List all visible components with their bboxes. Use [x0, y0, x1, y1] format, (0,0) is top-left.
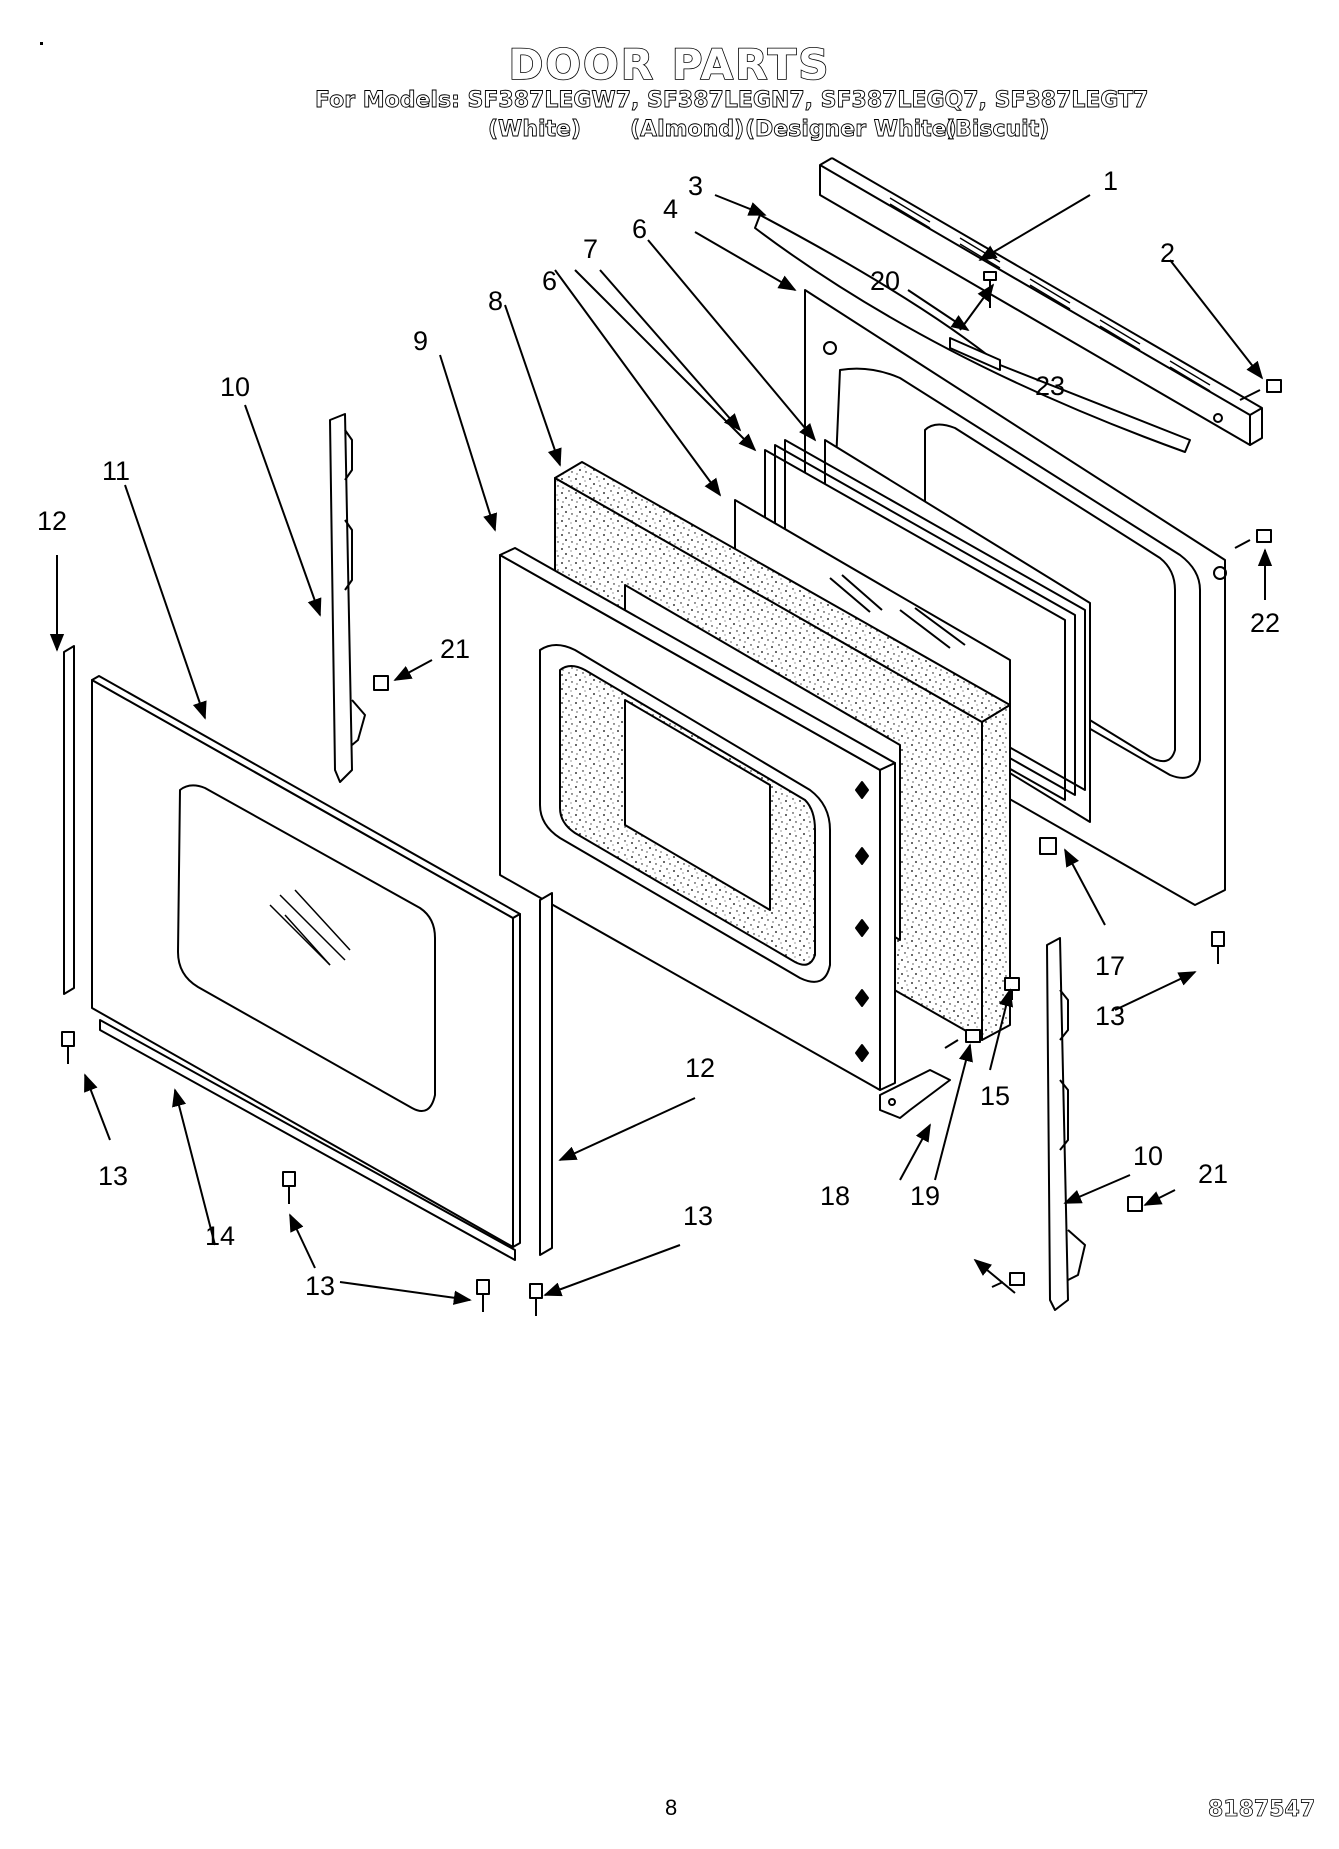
corner-mark — [40, 42, 43, 45]
callout-12-left: 12 — [37, 506, 67, 536]
callout-21-right: 21 — [1198, 1159, 1228, 1189]
callout-13-right: 13 — [1095, 1001, 1125, 1031]
clip-17 — [1039, 837, 1057, 855]
callout-13-bottom: 13 — [305, 1271, 335, 1301]
left-side-trim-part — [63, 645, 75, 995]
callout-14: 14 — [205, 1221, 235, 1251]
callout-11: 11 — [102, 456, 130, 486]
callout-2: 2 — [1160, 238, 1175, 268]
bottom-trim-part — [99, 1019, 516, 1261]
callout-8: 8 — [488, 286, 503, 316]
callout-12-right: 12 — [685, 1053, 715, 1083]
page-title: DOOR PARTS — [508, 39, 831, 90]
callout-3: 3 — [688, 171, 703, 201]
bracket-part — [949, 337, 1001, 371]
callout-22: 22 — [1250, 608, 1280, 638]
callout-17: 17 — [1095, 951, 1125, 981]
callout-21-left: 21 — [440, 634, 470, 664]
clip-21-left — [373, 675, 389, 691]
page-number: 8 — [665, 1795, 678, 1820]
callout-19: 19 — [910, 1181, 940, 1211]
callout-9: 9 — [413, 326, 428, 356]
right-side-trim-part — [539, 892, 553, 1256]
hinge-bracket-part — [879, 1069, 951, 1119]
callout-18: 18 — [820, 1181, 850, 1211]
callout-20: 20 — [870, 266, 900, 296]
color-designer-white: (Designer White) — [745, 117, 958, 143]
inner-door-panel-part — [499, 547, 896, 1091]
color-biscuit: (Biscuit) — [945, 117, 1050, 143]
callout-13-center: 13 — [683, 1201, 713, 1231]
left-hinge-part — [329, 413, 366, 783]
outer-door-panel-part — [91, 675, 521, 1248]
color-almond: (Almond) — [630, 117, 745, 143]
callout-6-top: 6 — [632, 214, 647, 244]
callout-23: 23 — [1035, 371, 1065, 401]
clip-21-right — [1127, 1196, 1143, 1212]
callout-7: 7 — [583, 234, 598, 264]
callout-15: 15 — [980, 1081, 1010, 1111]
callout-1: 1 — [1103, 166, 1118, 196]
callout-10-right: 10 — [1133, 1141, 1163, 1171]
callout-6-lower: 6 — [542, 266, 557, 296]
callout-4: 4 — [663, 194, 678, 224]
curved-trim-part — [754, 214, 1191, 453]
document-number: 8187547 — [1208, 1797, 1316, 1823]
callout-13-left: 13 — [98, 1161, 128, 1191]
color-white: (White) — [488, 117, 582, 143]
models-line: For Models: SF387LEGW7, SF387LEGN7, SF38… — [315, 88, 1149, 114]
vent-trim-part — [819, 157, 1263, 446]
right-hinge-part — [1046, 937, 1086, 1311]
callout-10-left: 10 — [220, 372, 250, 402]
